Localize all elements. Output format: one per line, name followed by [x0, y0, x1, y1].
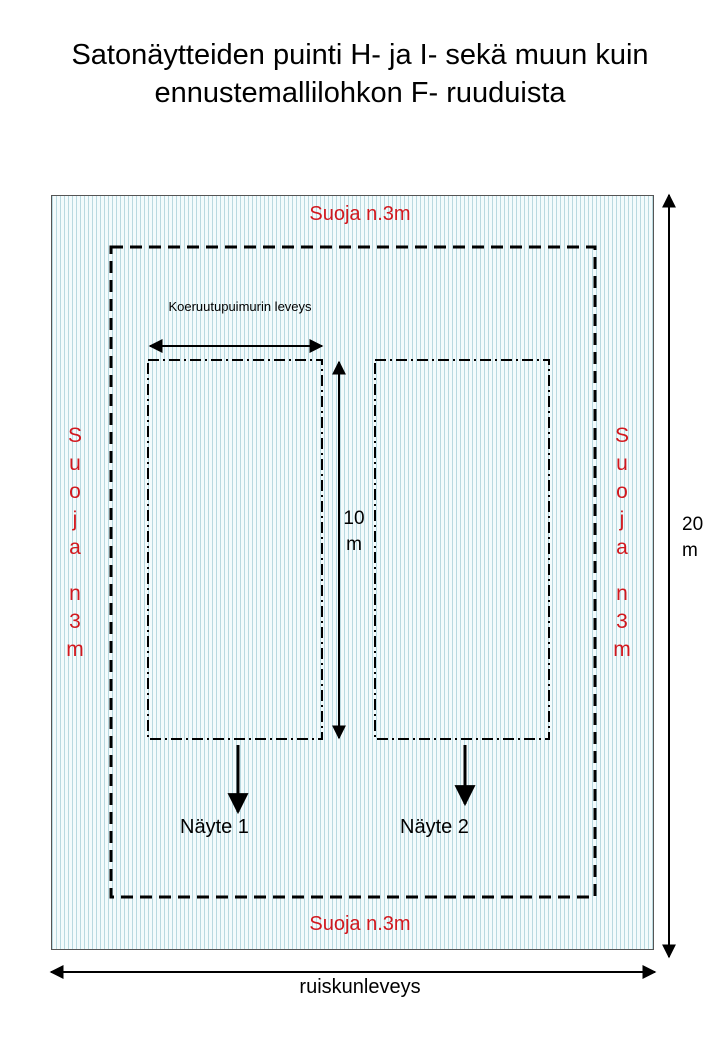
guard-left-char: S	[67, 424, 82, 447]
guard-left-char: n	[69, 582, 81, 605]
plot-length-label: 10 m	[339, 506, 369, 558]
sample-plot-2-outline	[374, 359, 550, 740]
harvest-area-outline	[109, 245, 597, 899]
title-line-2: ennustemallilohkon F- ruuduista	[154, 77, 566, 109]
guard-right-char: u	[616, 452, 628, 475]
guard-left-char: a	[69, 536, 81, 559]
guard-right-char: a	[616, 536, 628, 559]
guard-right-char: j	[619, 508, 625, 531]
sample-1-label: Näyte 1	[180, 816, 249, 838]
guard-right-label: S u o j a n 3 m	[607, 422, 637, 664]
guard-left-char: u	[69, 452, 81, 475]
guard-left-char: 3	[69, 610, 81, 633]
guard-left-char: m	[66, 638, 84, 661]
guard-right-char: m	[613, 638, 631, 661]
plot-length-value: 10	[343, 508, 365, 529]
diagram-title: Satonäytteiden puinti H- ja I- sekä muun…	[0, 36, 720, 112]
total-length-unit: m	[682, 540, 698, 561]
guard-bottom-label: Suoja n.3m	[309, 913, 411, 935]
guard-left-char: j	[72, 508, 78, 531]
guard-right-char: S	[614, 424, 629, 447]
guard-right-char: o	[616, 480, 628, 503]
sample-2-label: Näyte 2	[400, 816, 469, 838]
sample-plot-1-outline	[147, 359, 323, 740]
guard-top-label: Suoja n.3m	[309, 203, 411, 225]
guard-left-label: S u o j a n 3 m	[60, 422, 90, 664]
sprayer-width-label: ruiskunleveys	[299, 976, 421, 998]
guard-right-char: n	[616, 582, 628, 605]
field-area	[51, 195, 654, 950]
total-length-label: 20 m	[682, 512, 716, 564]
guard-left-gap	[60, 562, 90, 580]
guard-right-gap	[607, 562, 637, 580]
total-length-value: 20	[682, 514, 704, 535]
plot-length-unit: m	[346, 534, 362, 555]
title-line-1: Satonäytteiden puinti H- ja I- sekä muun…	[71, 39, 649, 71]
combine-width-label: Koeruutupuimurin leveys	[168, 299, 312, 314]
guard-left-char: o	[69, 480, 81, 503]
guard-right-char: 3	[616, 610, 628, 633]
